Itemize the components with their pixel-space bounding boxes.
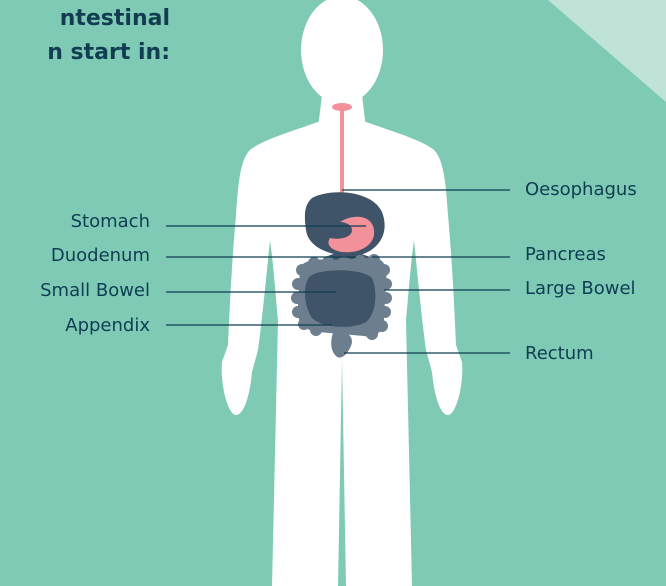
label-duodenum: Duodenum (0, 245, 150, 267)
label-stomach: Stomach (0, 211, 150, 233)
label-large-bowel: Large Bowel (525, 278, 636, 300)
label-small-bowel: Small Bowel (0, 280, 150, 302)
label-oesophagus: Oesophagus (525, 179, 637, 201)
label-pancreas: Pancreas (525, 244, 606, 266)
stomach-organ (305, 192, 385, 256)
label-appendix: Appendix (0, 315, 150, 337)
small-bowel-organ (305, 270, 375, 327)
label-rectum: Rectum (525, 343, 594, 365)
